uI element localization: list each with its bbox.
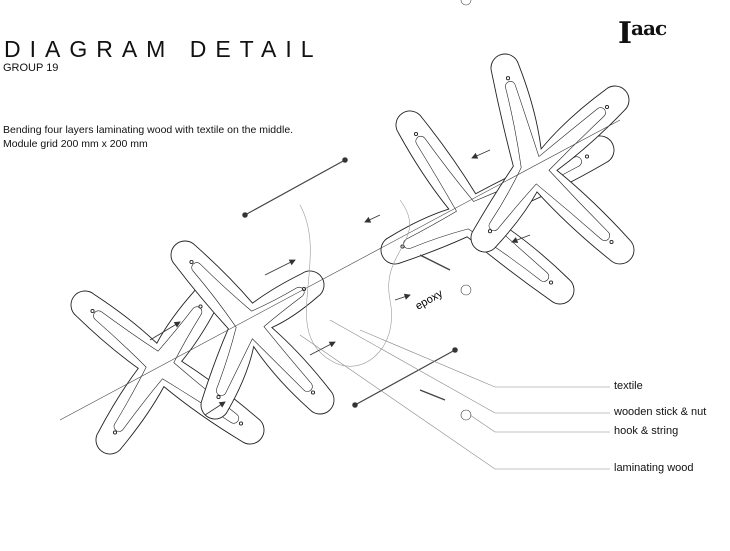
screw-hole [216,394,221,400]
laminated-wood-piece [470,53,635,265]
screw-hole [505,76,511,81]
hook-icon [460,0,472,6]
stick-upper [419,254,451,271]
screw-hole [310,390,316,395]
screw-hole [198,304,203,309]
hook-icon [460,409,472,421]
epoxy-label: epoxy [414,287,446,312]
arrowhead-icon [471,152,479,159]
screw-hole [112,430,118,435]
screw-hole [90,308,95,314]
legend-textile: textile [614,380,643,392]
screw-hole [584,154,590,159]
arrowhead-icon [328,341,336,348]
nut-icon [242,212,248,218]
screw-hole [604,104,610,110]
piece-inner-slot [488,81,610,241]
textile-outline [299,199,411,367]
description-line-2: Module grid 200 mm x 200 mm [3,138,148,150]
leader-lines [299,319,610,470]
nut-icon [452,347,458,353]
axis-line [59,119,621,421]
direction-arrow [264,259,296,276]
stick [354,349,456,406]
iaac-logo: Iaac [618,16,667,51]
nut-icon [342,157,348,163]
description: Bending four layers laminating wood with… [3,123,293,151]
piece-inner-slot [93,306,240,432]
arrowhead-icon [218,401,226,408]
hook-icon [460,284,472,296]
piece-inner-slot [191,262,313,396]
screw-hole [189,259,194,265]
direction-arrow [149,321,181,341]
arrowhead-icon [403,293,411,300]
arrowhead-icon [173,321,181,328]
legend-hook: hook & string [614,425,679,437]
arrowhead-icon [364,216,372,223]
arrowhead-icon [511,237,519,243]
description-line-1: Bending four layers laminating wood with… [3,124,294,136]
legend-wooden-stick: wooden stick & nut [614,406,707,418]
screw-hole [238,421,244,426]
legend-laminating-wood: laminating wood [614,462,694,474]
laminated-wood-piece [170,240,335,420]
group-label: GROUP 19 [3,62,59,74]
screw-hole [548,280,554,285]
stick-lower [419,389,446,401]
arrowhead-icon [288,259,296,266]
screw-hole [413,131,419,137]
nut-icon [352,402,358,408]
screw-hole [609,239,614,245]
page-title: DIAGRAM DETAIL [4,36,323,62]
screw-hole [487,229,493,234]
stick [244,159,346,216]
